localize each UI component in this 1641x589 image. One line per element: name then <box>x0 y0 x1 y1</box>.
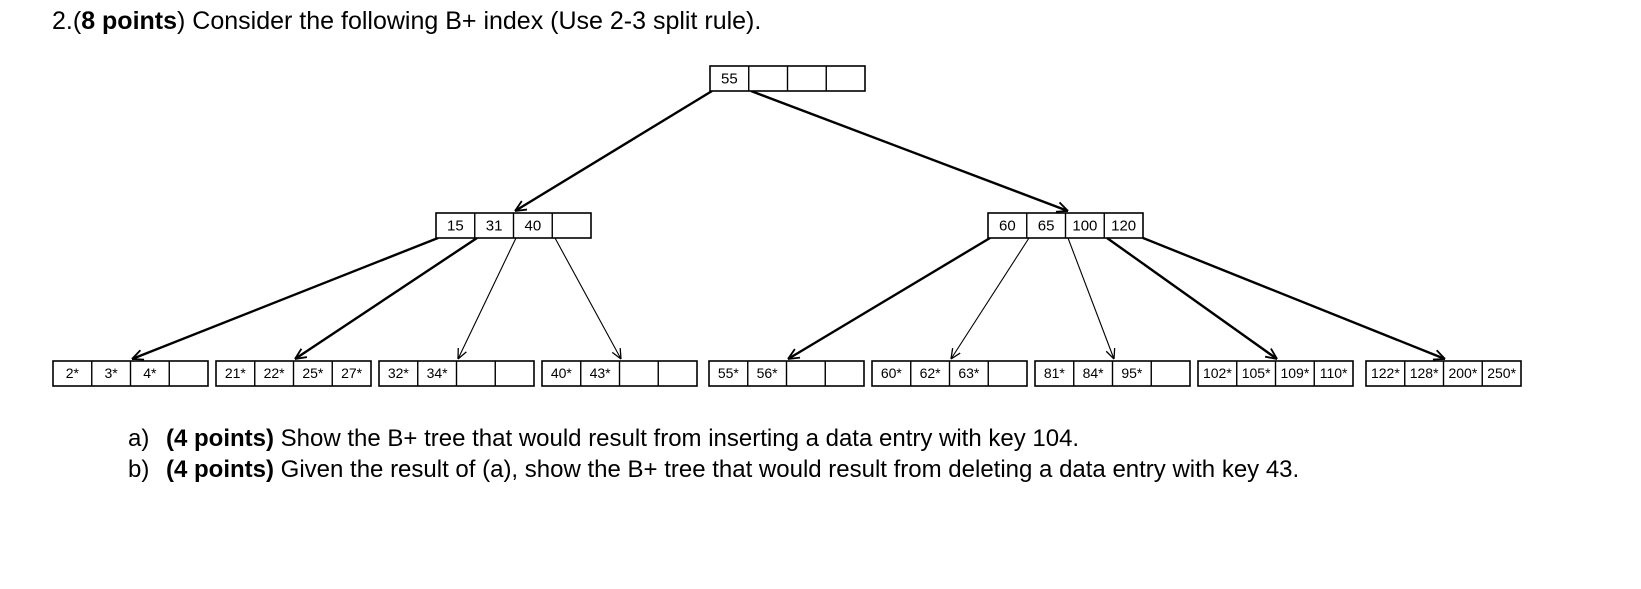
leaf-cell-value: 128* <box>1410 365 1439 381</box>
internal-node: 60 65 100 120 <box>987 212 1144 239</box>
tree-edge <box>514 89 713 213</box>
root-cell-value: 55 <box>721 70 738 87</box>
leaf-cell-value: 27* <box>341 365 363 381</box>
tree-edge <box>950 237 1030 360</box>
tree-edge <box>131 236 439 361</box>
question-stem: 2.(8 points) Consider the following B+ i… <box>52 6 761 36</box>
leaf-cell-value: 95* <box>1121 365 1143 381</box>
leaf-cell-value: 34* <box>427 365 449 381</box>
leaf-cell-value: 40* <box>551 365 573 381</box>
leaf-cell-value: 62* <box>920 365 942 381</box>
leaf-node: 122* 128* 200* 250* <box>1365 360 1522 387</box>
leaf-cell-value: 250* <box>1487 365 1516 381</box>
subpart-b: b) (4 points) Given the result of (a), s… <box>128 454 1548 485</box>
leaf-cell-value: 4* <box>143 365 157 381</box>
subpart-b-marker: b) <box>128 456 150 483</box>
tree-edge <box>1067 237 1116 360</box>
internal-cell-value: 15 <box>447 217 464 234</box>
leaf-cell-value: 109* <box>1280 365 1309 381</box>
leaf-cell-value: 84* <box>1083 365 1105 381</box>
tree-edge <box>294 237 478 360</box>
close-paren: ) <box>177 7 186 35</box>
internal-cell-value: 100 <box>1072 217 1097 234</box>
leaf-cell-value: 21* <box>225 365 247 381</box>
leaf-node: 21* 22* 25* 27* <box>215 360 372 387</box>
tree-edge <box>787 236 991 361</box>
leaf-node: 81* 84* 95* <box>1034 360 1191 387</box>
question-number: 2. <box>52 7 73 35</box>
internal-cell-value: 60 <box>999 217 1016 234</box>
internal-cell-value: 31 <box>486 217 503 234</box>
tree-edge <box>750 89 1069 213</box>
internal-node: 15 31 40 <box>435 212 592 239</box>
leaf-cell-value: 55* <box>718 365 740 381</box>
open-paren: ( <box>72 7 82 35</box>
leaf-cell-value: 32* <box>388 365 410 381</box>
subpart-a-points: (4 points) <box>166 425 274 452</box>
leaf-node: 32* 34* <box>378 360 535 387</box>
tree-edge <box>457 237 517 360</box>
leaf-cell-value: 200* <box>1448 365 1477 381</box>
leaf-cell-value: 43* <box>590 365 612 381</box>
leaf-node: 40* 43* <box>541 360 698 387</box>
leaf-node: 2* 3* 4* <box>52 360 209 387</box>
leaf-cell-value: 25* <box>302 365 324 381</box>
internal-cell-value: 65 <box>1038 217 1055 234</box>
subpart-b-body: Given the result of (a), show the B+ tre… <box>274 456 1300 483</box>
subpart-b-text: (4 points) Given the result of (a), show… <box>166 454 1548 485</box>
subpart-b-points: (4 points) <box>166 456 274 483</box>
leaf-cell-value: 2* <box>66 365 80 381</box>
leaf-cell-value: 102* <box>1203 365 1232 381</box>
tree-edge <box>1142 236 1446 361</box>
leaf-cell-value: 22* <box>264 365 286 381</box>
subpart-a: a) (4 points) Show the B+ tree that woul… <box>128 423 1548 454</box>
question-points: 8 points <box>81 7 178 35</box>
leaf-cell-value: 105* <box>1242 365 1271 381</box>
root-node: 55 <box>709 65 866 92</box>
subpart-a-text: (4 points) Show the B+ tree that would r… <box>166 423 1548 454</box>
internal-cell-value: 40 <box>525 217 542 234</box>
leaf-cell-value: 122* <box>1371 365 1400 381</box>
leaf-cell-value: 60* <box>881 365 903 381</box>
internal-cell-value: 120 <box>1111 217 1136 234</box>
leaf-node: 102* 105* 109* 110* <box>1197 360 1354 387</box>
subpart-a-body: Show the B+ tree that would result from … <box>274 425 1080 452</box>
leaf-cell-value: 3* <box>105 365 119 381</box>
leaf-node: 55* 56* <box>708 360 865 387</box>
leaf-node: 60* 62* 63* <box>871 360 1028 387</box>
subpart-a-marker: a) <box>128 425 150 452</box>
leaf-cell-value: 81* <box>1044 365 1066 381</box>
tree-edge <box>1106 237 1278 360</box>
leaf-cell-value: 63* <box>958 365 980 381</box>
tree-edges <box>131 89 1446 361</box>
question-text: Consider the following B+ index (Use 2-3… <box>185 7 762 35</box>
subparts-list: a) (4 points) Show the B+ tree that woul… <box>128 423 1548 485</box>
leaf-cell-value: 56* <box>757 365 779 381</box>
leaf-cell-value: 110* <box>1320 365 1348 381</box>
tree-edge <box>554 237 622 360</box>
